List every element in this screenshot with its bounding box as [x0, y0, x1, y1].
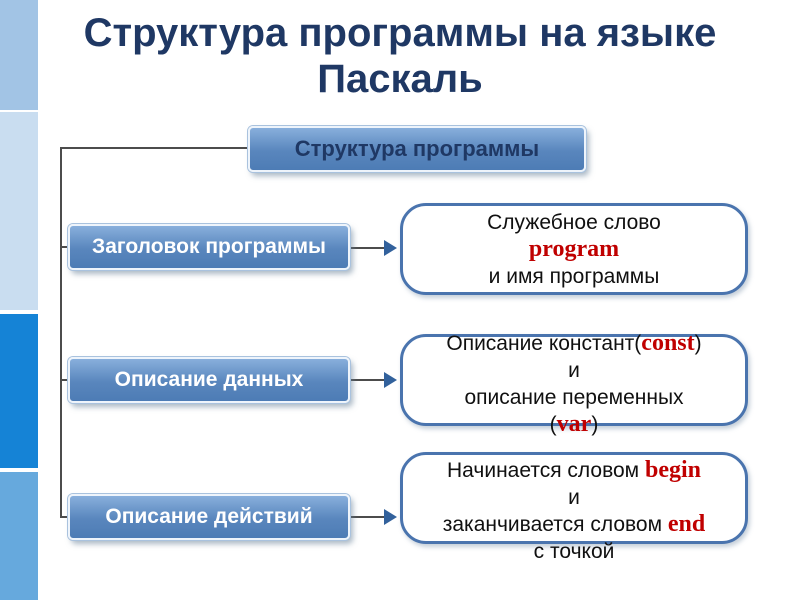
arrow-right-icon	[384, 509, 397, 525]
node-program-header: Заголовок программы	[68, 224, 350, 270]
text-segment: Описание констант(	[446, 332, 642, 355]
desc-line: (var)	[550, 411, 599, 438]
sidebar-strip-segment-1	[0, 0, 38, 110]
text-segment: (	[549, 413, 557, 436]
connector-stub-2	[60, 379, 68, 381]
desc-line: Начинается словом begin	[447, 457, 701, 484]
keyword-segment: var	[556, 411, 592, 437]
text-segment: )	[591, 413, 599, 436]
arrow-right-icon	[384, 240, 397, 256]
arrow-line-2	[350, 379, 386, 381]
connector-root-line	[62, 147, 248, 149]
keyword-segment: begin	[644, 457, 701, 483]
desc-line: с точкой	[534, 538, 615, 565]
node-program-structure: Структура программы	[248, 126, 586, 172]
node-label: Структура программы	[294, 136, 540, 161]
text-segment: Начинается словом	[447, 459, 645, 482]
title-line-1: Структура программы на языке	[83, 11, 717, 55]
desc-statements-section: Начинается словом begin и заканчивается …	[400, 452, 748, 563]
text-segment: и имя программы	[488, 264, 660, 288]
page-title: Структура программы на языке Паскаль	[42, 10, 758, 102]
keyword-segment: program	[528, 235, 620, 262]
text-segment: )	[694, 332, 702, 355]
text-segment: и	[568, 486, 580, 509]
node-label: Заголовок программы	[92, 235, 326, 258]
connector-stub-1	[60, 246, 68, 248]
desc-line: и	[568, 484, 580, 511]
arrow-right-icon	[384, 372, 397, 388]
node-statements-section: Описание действий	[68, 494, 350, 540]
keyword-segment: const	[641, 330, 695, 356]
node-data-section: Описание данных	[68, 357, 350, 403]
desc-line: Описание констант(const)	[446, 330, 701, 357]
sidebar-strip-segment-4	[0, 472, 38, 600]
desc-line: описание переменных	[464, 384, 683, 411]
arrow-line-3	[350, 516, 386, 518]
desc-line: program	[529, 236, 619, 263]
text-segment: описание переменных	[464, 386, 684, 409]
keyword-segment: end	[667, 511, 706, 537]
desc-line: и	[568, 357, 580, 384]
arrow-line-1	[350, 247, 386, 249]
sidebar-strip-segment-3	[0, 314, 38, 468]
text-segment: и	[568, 359, 580, 382]
desc-data-section: Описание констант(const) и описание пере…	[400, 330, 748, 437]
text-segment: Служебное слово	[487, 210, 661, 234]
title-line-2: Паскаль	[317, 57, 483, 101]
node-label: Описание данных	[114, 368, 304, 391]
connector-vertical-line	[60, 147, 62, 518]
desc-line: и имя программы	[489, 263, 660, 290]
sidebar-strip-segment-2	[0, 112, 38, 310]
text-segment: заканчивается словом	[442, 513, 668, 536]
desc-line: Служебное слово	[487, 209, 661, 236]
text-segment: с точкой	[533, 540, 615, 563]
connector-stub-3	[60, 516, 68, 518]
node-label: Описание действий	[105, 505, 313, 528]
desc-line: заканчивается словом end	[443, 511, 705, 538]
desc-program-header: Служебное слово program и имя программы	[400, 203, 748, 295]
